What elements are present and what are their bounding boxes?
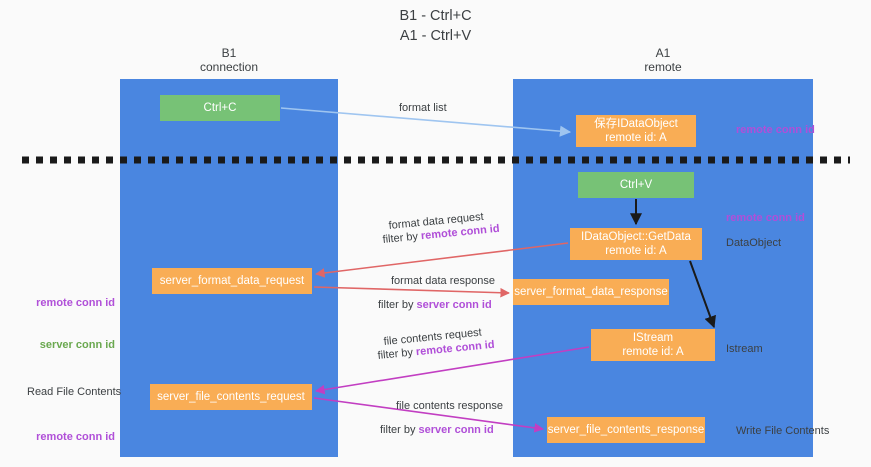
- label-read-file-contents: Read File Contents: [27, 386, 122, 398]
- label-remote-conn-id: remote conn id: [36, 431, 115, 443]
- node-ctrl-c[interactable]: Ctrl+C: [160, 95, 280, 121]
- caption-file-contents-response-filter: filter by server conn id: [380, 423, 494, 437]
- label-remote-conn-id-mid: remote conn id: [726, 212, 805, 224]
- caption-file-contents-response: file contents response: [396, 400, 504, 412]
- filter-prefix: filter by: [382, 230, 422, 246]
- label-server-conn-id: server conn id: [39, 339, 115, 351]
- node-server-format-data-response[interactable]: server_format_data_response: [513, 279, 669, 305]
- filter-prefix: filter by: [380, 424, 419, 436]
- label-write-file-contents: Write File Contents: [736, 425, 830, 437]
- caption-format-data-response-filter: filter by server conn id: [378, 298, 492, 312]
- node-idataobject[interactable]: 保存IDataObject remote id: A: [576, 115, 696, 147]
- node-server-format-data-request[interactable]: server_format_data_request: [152, 268, 312, 294]
- filter-prefix: filter by: [377, 346, 417, 362]
- caption-format-data-response: format data response: [391, 275, 495, 287]
- diagram-title: B1 - Ctrl+C A1 - Ctrl+V: [399, 8, 472, 44]
- filter-key-server-conn-id: server conn id: [418, 424, 494, 436]
- node-server-file-contents-request[interactable]: server_file_contents_request: [150, 384, 312, 410]
- node-server-file-contents-response[interactable]: server_file_contents_response: [547, 417, 705, 443]
- label-istream: Istream: [726, 343, 763, 355]
- lane-header-b1: B1 connection: [199, 46, 259, 74]
- node-istream[interactable]: IStream remote id: A: [591, 329, 715, 361]
- filter-key-server-conn-id: server conn id: [416, 299, 492, 311]
- node-ctrl-v[interactable]: Ctrl+V: [578, 172, 694, 198]
- label-remote-conn-id-top: remote conn id: [736, 124, 815, 136]
- filter-prefix: filter by: [378, 299, 417, 311]
- label-dataobject: DataObject: [726, 237, 782, 249]
- lane-header-a1: A1 remote: [644, 46, 682, 74]
- label-left-conn-ids-top: remote conn id server conn id: [20, 268, 115, 380]
- node-idataobject-getdata[interactable]: IDataObject::GetData remote id: A: [570, 228, 702, 260]
- label-remote-conn-id: remote conn id: [36, 297, 115, 309]
- caption-format-list: format list: [399, 102, 447, 114]
- label-left-conn-ids-bottom: remote conn id server conn id: [20, 402, 115, 467]
